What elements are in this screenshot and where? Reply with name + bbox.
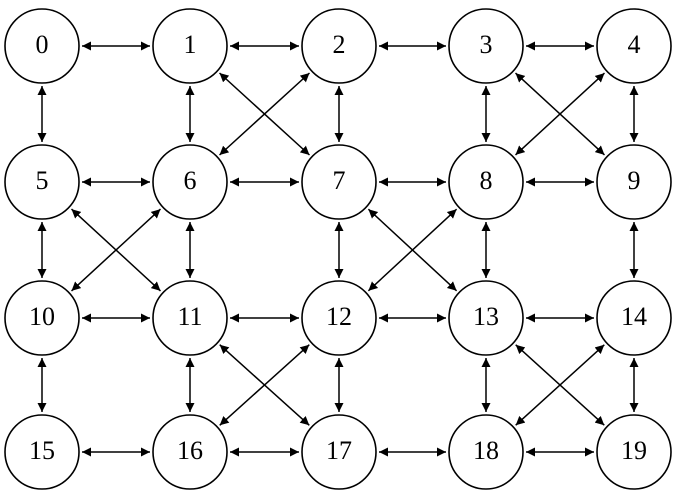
node-circle	[152, 414, 228, 490]
node-label: 15	[29, 436, 55, 465]
node-circle	[4, 280, 80, 356]
node-14: 14	[596, 280, 672, 356]
node-label: 19	[621, 436, 647, 465]
node-label: 14	[621, 302, 647, 331]
node-1: 1	[152, 8, 228, 84]
node-11: 11	[152, 280, 228, 356]
node-label: 12	[326, 302, 352, 331]
node-9: 9	[596, 144, 672, 220]
node-12: 12	[301, 280, 377, 356]
edge-14-18	[515, 344, 605, 426]
node-circle	[152, 8, 228, 84]
node-label: 16	[177, 436, 203, 465]
node-4: 4	[596, 8, 672, 84]
node-18: 18	[448, 414, 524, 490]
node-circle	[301, 144, 377, 220]
edge-2-6	[218, 72, 311, 156]
node-circle	[301, 280, 377, 356]
node-16: 16	[152, 414, 228, 490]
node-circle	[448, 144, 524, 220]
node-8: 8	[448, 144, 524, 220]
node-circle	[301, 414, 377, 490]
node-label: 17	[326, 436, 352, 465]
node-label: 3	[480, 30, 493, 59]
edge-4-8	[514, 72, 606, 156]
node-circle	[448, 280, 524, 356]
node-circle	[152, 144, 228, 220]
node-19: 19	[596, 414, 672, 490]
node-label: 8	[480, 166, 493, 195]
node-7: 7	[301, 144, 377, 220]
node-circle	[596, 8, 672, 84]
node-13: 13	[448, 280, 524, 356]
node-label: 4	[628, 30, 641, 59]
node-circle	[4, 414, 80, 490]
node-label: 0	[36, 30, 49, 59]
node-label: 9	[628, 166, 641, 195]
node-circle	[4, 8, 80, 84]
node-2: 2	[301, 8, 377, 84]
node-circle	[448, 414, 524, 490]
node-label: 6	[184, 166, 197, 195]
node-label: 18	[473, 436, 499, 465]
node-3: 3	[448, 8, 524, 84]
node-label: 10	[29, 302, 55, 331]
edge-12-16	[219, 344, 310, 426]
node-circle	[4, 144, 80, 220]
node-circle	[596, 414, 672, 490]
node-circle	[448, 8, 524, 84]
node-circle	[152, 280, 228, 356]
node-label: 5	[36, 166, 49, 195]
node-6: 6	[152, 144, 228, 220]
node-label: 1	[184, 30, 197, 59]
node-10: 10	[4, 280, 80, 356]
node-label: 2	[333, 30, 346, 59]
node-15: 15	[4, 414, 80, 490]
node-label: 13	[473, 302, 499, 331]
node-label: 11	[177, 302, 202, 331]
edges-layer	[37, 41, 639, 457]
node-circle	[596, 280, 672, 356]
node-circle	[301, 8, 377, 84]
node-17: 17	[301, 414, 377, 490]
edge-6-10	[70, 208, 162, 292]
node-label: 7	[333, 166, 346, 195]
node-0: 0	[4, 8, 80, 84]
edge-8-12	[367, 208, 458, 292]
node-5: 5	[4, 144, 80, 220]
node-circle	[596, 144, 672, 220]
